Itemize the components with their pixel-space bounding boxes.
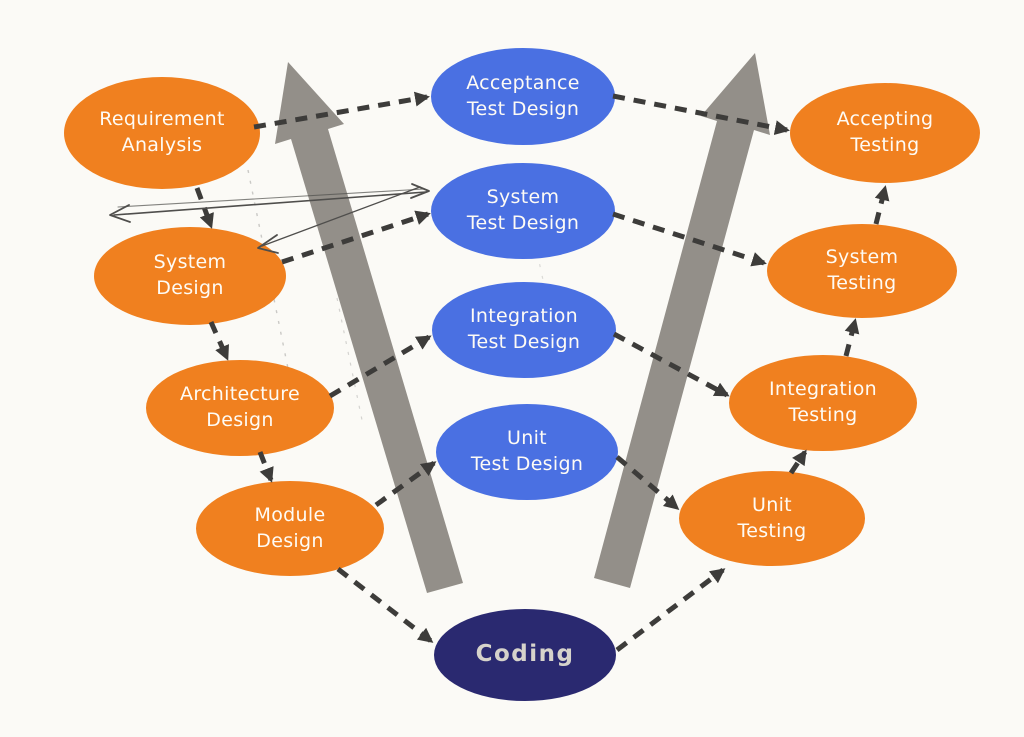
node-coding: Coding	[434, 609, 616, 701]
node-acceptance-test-design: Acceptance Test Design	[431, 48, 615, 145]
node-accepting-testing: Accepting Testing	[790, 83, 980, 183]
right-up-arrow-icon	[594, 53, 770, 588]
node-system-design: System Design	[94, 227, 286, 325]
node-architecture-design: Architecture Design	[146, 360, 334, 456]
node-requirement-analysis: Requirement Analysis	[64, 77, 260, 189]
node-integration-testing: Integration Testing	[729, 355, 917, 451]
node-unit-test-design: Unit Test Design	[436, 404, 618, 500]
node-system-test-design: System Test Design	[431, 163, 615, 259]
node-integration-test-design: Integration Test Design	[432, 282, 616, 378]
node-unit-testing: Unit Testing	[679, 471, 865, 566]
node-system-testing: System Testing	[767, 224, 957, 318]
node-module-design: Module Design	[196, 481, 384, 576]
